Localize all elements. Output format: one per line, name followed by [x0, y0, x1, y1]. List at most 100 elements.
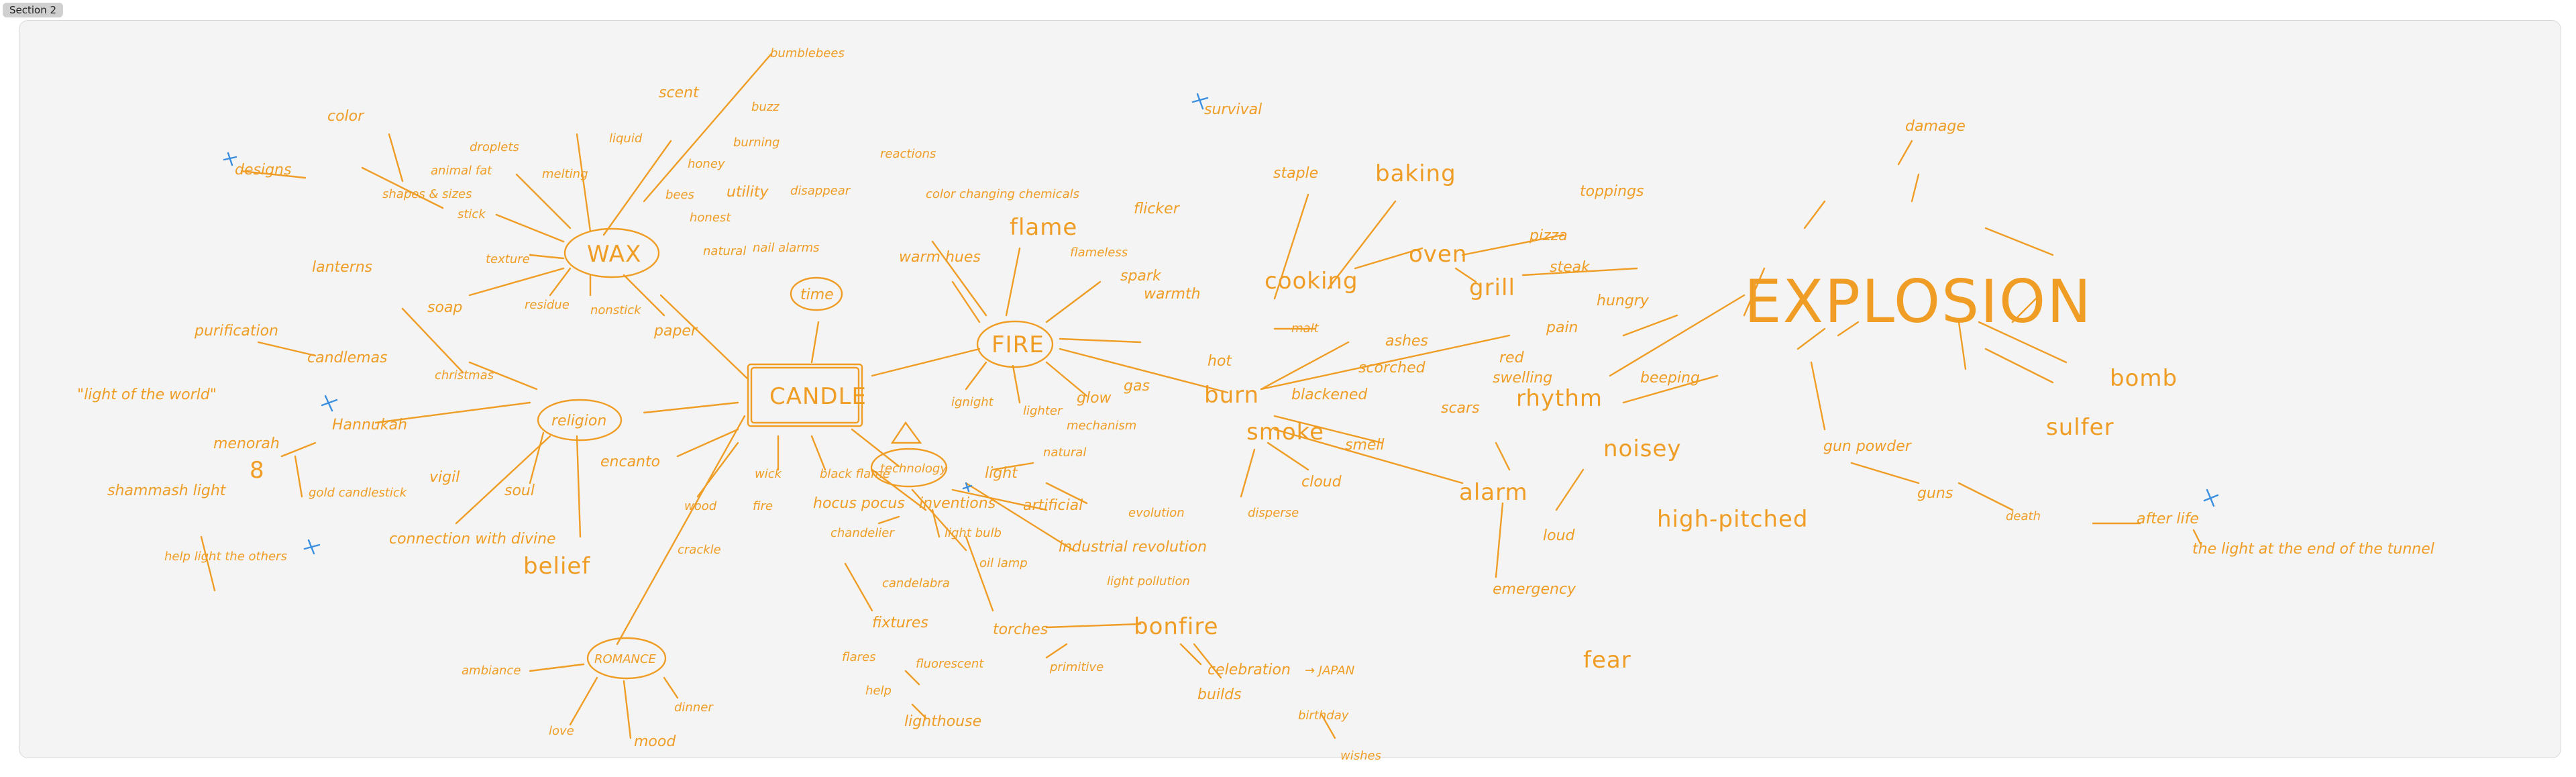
node-labels[interactable]: CANDLE WAX FIRE religion ROMANCE technol… [77, 46, 2434, 763]
node-melting: melting [542, 167, 588, 181]
node-scorched: scorched [1358, 360, 1426, 376]
node-artificial: artificial [1023, 497, 1083, 514]
node-gold-candlestick: gold candlestick [309, 486, 408, 500]
node-burning: burning [733, 136, 780, 150]
node-honest: honest [690, 211, 731, 225]
node-light-of-world: "light of the world" [77, 386, 217, 403]
node-animal-fat: animal fat [431, 164, 492, 178]
node-hot: hot [1208, 353, 1232, 370]
stars [223, 93, 2219, 555]
node-glow: glow [1077, 390, 1112, 407]
node-sulfer: sulfer [2046, 414, 2114, 441]
node-texture: texture [486, 252, 530, 266]
node-lighter: lighter [1023, 404, 1063, 418]
node-alarm: alarm [1459, 479, 1528, 506]
node-eight: 8 [250, 457, 265, 484]
node-oil-lamp: oil lamp [979, 556, 1028, 570]
node-ignight: ignight [951, 395, 994, 409]
node-smoke: smoke [1246, 419, 1324, 446]
node-primitive: primitive [1049, 660, 1104, 674]
section-label[interactable]: Section 2 [3, 3, 64, 17]
node-beeping: beeping [1640, 370, 1700, 386]
node-candelabra: candelabra [882, 576, 950, 590]
node-hungry: hungry [1597, 293, 1650, 309]
node-ambiance: ambiance [462, 664, 521, 678]
node-pain: pain [1546, 319, 1578, 336]
node-candlemas: candlemas [307, 350, 388, 366]
node-malt: malt [1291, 321, 1320, 335]
node-burn: burn [1204, 382, 1259, 409]
node-birthday: birthday [1298, 709, 1349, 723]
node-cloud: cloud [1301, 474, 1342, 490]
node-buzz: buzz [751, 100, 780, 114]
node-cooking: cooking [1265, 268, 1358, 295]
node-emergency: emergency [1493, 581, 1576, 598]
node-shammash-light: shammash light [107, 482, 227, 499]
node-bumblebees: bumblebees [770, 46, 845, 60]
node-steak: steak [1550, 259, 1591, 276]
whiteboard-canvas[interactable] [19, 20, 2561, 758]
node-utility: utility [727, 184, 769, 201]
node-toppings: toppings [1580, 183, 1644, 200]
node-hannukah: Hannukah [332, 417, 407, 433]
node-scars: scars [1441, 400, 1480, 417]
node-disperse: disperse [1248, 506, 1299, 520]
node-evolution: evolution [1128, 506, 1185, 520]
node-lanterns: lanterns [312, 259, 372, 276]
node-light-end-tunnel: the light at the end of the tunnel [2192, 541, 2434, 558]
node-natural-wax: natural [703, 244, 746, 258]
node-bees: bees [665, 188, 694, 202]
node-fear: fear [1583, 647, 1631, 674]
node-help-light-others: help light the others [164, 550, 287, 564]
node-wax: WAX [587, 241, 641, 268]
node-damage: damage [1905, 118, 1966, 135]
node-spark: spark [1120, 268, 1162, 284]
node-guns: guns [1917, 485, 1953, 502]
node-lighthouse: lighthouse [904, 713, 981, 730]
node-high-pitched: high-pitched [1657, 506, 1809, 533]
node-connection-divine: connection with divine [389, 531, 556, 548]
node-ashes: ashes [1385, 333, 1428, 350]
node-fluorescent: fluorescent [916, 657, 984, 671]
node-gas: gas [1124, 378, 1150, 395]
node-swelling: swelling [1493, 370, 1552, 386]
node-noisey: noisey [1603, 435, 1682, 462]
node-wood: wood [684, 499, 717, 513]
node-shapes-sizes: shapes & sizes [382, 187, 472, 201]
node-japan: → JAPAN [1305, 664, 1354, 678]
node-vigil: vigil [429, 469, 460, 486]
node-honey: honey [688, 157, 725, 171]
node-soul: soul [504, 482, 535, 499]
node-menorah: menorah [213, 435, 280, 452]
node-light: light [985, 465, 1018, 482]
node-chandelier: chandelier [830, 526, 895, 540]
node-mood: mood [634, 733, 676, 750]
node-death: death [2006, 509, 2041, 523]
node-fixtures: fixtures [872, 615, 928, 631]
node-paper: paper [653, 323, 698, 340]
node-disappear: disappear [790, 184, 851, 198]
node-help: help [865, 684, 892, 698]
node-mechanism: mechanism [1067, 419, 1136, 433]
node-love: love [549, 724, 574, 738]
node-industrial-revolution: industrial revolution [1059, 539, 1207, 556]
node-torches: torches [993, 621, 1048, 638]
node-bomb: bomb [2110, 365, 2178, 392]
node-smell: smell [1345, 437, 1385, 454]
node-blackened: blackened [1291, 386, 1368, 403]
node-flameless: flameless [1070, 246, 1128, 260]
node-nail-alarms: nail alarms [753, 241, 820, 255]
node-stick: stick [458, 207, 486, 221]
node-residue: residue [525, 298, 570, 312]
node-droplets: droplets [470, 140, 519, 154]
node-fire: FIRE [991, 331, 1044, 358]
node-purification: purification [194, 323, 278, 340]
node-explosion: EXPLOSION [1744, 267, 2092, 336]
node-rhythm: rhythm [1516, 385, 1603, 412]
node-baking: baking [1375, 160, 1456, 187]
node-hocus-pocus: hocus pocus [813, 495, 905, 512]
node-oven: oven [1409, 241, 1467, 268]
node-natural: natural [1043, 446, 1086, 460]
node-grill: grill [1469, 274, 1515, 301]
